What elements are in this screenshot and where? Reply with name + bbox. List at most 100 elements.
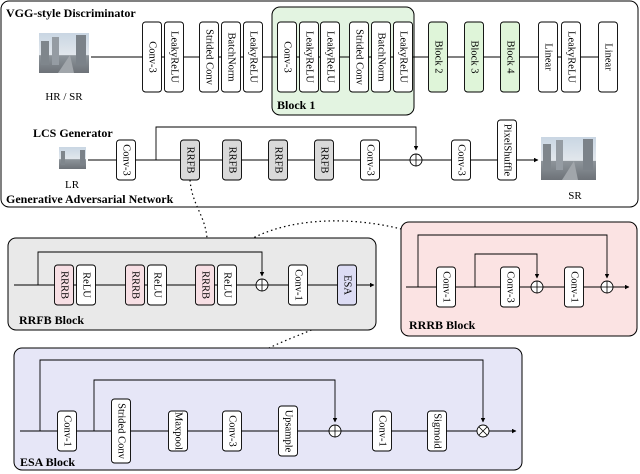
rrfb-block-esa: ESA xyxy=(337,264,357,306)
lr-image xyxy=(59,147,86,169)
disc-block-label: Strided Conv xyxy=(204,29,215,85)
rrfb-block-rrrb: RRRB xyxy=(195,264,215,306)
rrfb-block-label: ReLU xyxy=(81,272,92,298)
rrfb-block-conv-1: Conv-1 xyxy=(288,264,308,306)
disc-block-label: Linear xyxy=(603,43,614,71)
rrrb-block-label: Conv-1 xyxy=(441,271,452,303)
esa-block-conv-3: Conv-3 xyxy=(222,410,242,452)
gen-block-rrfb: RRFB xyxy=(222,139,242,181)
rrfb-block-label: Conv-1 xyxy=(293,269,304,301)
disc-block-label: Block 2 xyxy=(433,41,444,74)
esa-block-label: Conv-1 xyxy=(377,415,388,447)
sr-image xyxy=(541,137,596,180)
esa-block-label: Strided Conv xyxy=(116,403,127,459)
disc-block-label: Block 3 xyxy=(469,41,480,74)
rrfb-block-label: ReLU xyxy=(222,272,233,298)
rrrb-block-conv-1: Conv-1 xyxy=(436,266,456,308)
block1-label: Block 1 xyxy=(277,98,315,112)
gen-block-label: RRFB xyxy=(185,147,196,174)
esa-block-upsample: Upsample xyxy=(278,405,298,457)
discriminator-title: VGG-style Discriminator xyxy=(6,6,136,20)
rrrb-block-label: Conv-3 xyxy=(505,271,516,303)
disc-block-leakyrelu: LeakyReLU xyxy=(243,21,263,93)
esa-block-sigmoid: Sigmoid xyxy=(427,410,447,452)
rrfb-block-label: RRRB xyxy=(200,271,211,299)
esa-block-conv-1: Conv-1 xyxy=(57,410,77,452)
gen-block-pixelshuffle: PixelShuffle xyxy=(497,119,517,181)
esa-block-strided-conv: Strided Conv xyxy=(111,398,131,464)
disc-block-leakyrelu: LeakyReLU xyxy=(320,21,340,93)
disc-block-label: Conv-3 xyxy=(282,41,293,73)
hr-sr-image xyxy=(39,33,89,73)
rrfb-zoom-connector xyxy=(189,179,208,239)
disc-block-leakyrelu: LeakyReLU xyxy=(393,21,413,93)
rrfb-block-label: RRRB xyxy=(130,271,141,299)
disc-block-linear: Linear xyxy=(598,21,618,93)
hr-sr-label: HR / SR xyxy=(45,91,83,103)
gen-block-label: RRFB xyxy=(319,147,330,174)
disc-block-leakyrelu: LeakyReLU xyxy=(561,21,581,93)
gen-block-rrfb: RRFB xyxy=(268,139,288,181)
esa-block-maxpool: Maxpool xyxy=(168,410,188,452)
gen-block-label: Conv-3 xyxy=(456,144,467,176)
gen-block-label: RRFB xyxy=(273,147,284,174)
disc-block-conv-3: Conv-3 xyxy=(142,21,162,93)
rrfb-title: RRFB Block xyxy=(19,313,84,327)
disc-block-batchnorm: BatchNorm xyxy=(221,21,241,93)
esa-block-label: Upsample xyxy=(283,410,294,453)
rrfb-block-rrrb: RRRB xyxy=(54,264,74,306)
gen-block-rrfb: RRFB xyxy=(314,139,334,181)
rrfb-block-rrrb: RRRB xyxy=(125,264,145,306)
sr-label: SR xyxy=(568,190,582,202)
gen-block-rrfb: RRFB xyxy=(180,139,200,181)
disc-block-strided-conv: Strided Conv xyxy=(199,21,219,93)
disc-block-label: Conv-3 xyxy=(147,41,158,73)
disc-block-label: BatchNorm xyxy=(376,33,387,82)
rrrb-block-conv-3: Conv-3 xyxy=(500,266,520,308)
gen-block-label: PixelShuffle xyxy=(502,124,513,177)
esa-panel xyxy=(13,347,523,471)
rrfb-panel xyxy=(7,237,377,331)
gen-block-label: Conv-3 xyxy=(121,144,132,176)
gan-label: Generative Adversarial Network xyxy=(6,192,174,206)
gen-block-conv-3: Conv-3 xyxy=(360,139,380,181)
rrfb-block-label: RRRB xyxy=(59,271,70,299)
gen-block-conv-3: Conv-3 xyxy=(116,139,136,181)
disc-block-label: Linear xyxy=(543,43,554,71)
rrfb-block-label: ReLU xyxy=(152,272,163,298)
esa-title: ESA Block xyxy=(20,455,75,469)
esa-block-label: Sigmoid xyxy=(432,413,443,449)
rrfb-block-relu: ReLU xyxy=(217,264,237,306)
gen-block-conv-3: Conv-3 xyxy=(451,139,471,181)
disc-block-label: LeakyReLU xyxy=(398,31,409,83)
disc-block-label: LeakyReLU xyxy=(169,31,180,83)
esa-block-conv-1: Conv-1 xyxy=(372,410,392,452)
disc-block-label: BatchNorm xyxy=(226,33,237,82)
disc-block-label: LeakyReLU xyxy=(304,31,315,83)
disc-block-block-4: Block 4 xyxy=(500,21,520,93)
disc-block-linear: Linear xyxy=(538,21,558,93)
disc-block-block-2: Block 2 xyxy=(428,21,448,93)
rrfb-block-label: ESA xyxy=(342,275,353,295)
disc-block-label: Strided Conv xyxy=(354,29,365,85)
lr-label: LR xyxy=(65,179,80,191)
generator-title: LCS Generator xyxy=(33,126,113,140)
rrfb-block-relu: ReLU xyxy=(76,264,96,306)
rrfb-block-relu: ReLU xyxy=(147,264,167,306)
disc-block-strided-conv: Strided Conv xyxy=(349,21,369,93)
esa-block-label: Conv-3 xyxy=(227,415,238,447)
disc-block-label: LeakyReLU xyxy=(248,31,259,83)
esa-block-label: Maxpool xyxy=(173,412,184,450)
disc-block-block-3: Block 3 xyxy=(464,21,484,93)
esa-block-label: Conv-1 xyxy=(62,415,73,447)
rrrb-title: RRRB Block xyxy=(409,318,476,332)
disc-block-conv-3: Conv-3 xyxy=(277,21,297,93)
disc-block-batchnorm: BatchNorm xyxy=(371,21,391,93)
disc-block-leakyrelu: LeakyReLU xyxy=(164,21,184,93)
disc-block-label: Block 4 xyxy=(505,41,516,75)
disc-block-label: LeakyReLU xyxy=(566,31,577,83)
gen-block-label: Conv-3 xyxy=(365,144,376,176)
gen-block-label: RRFB xyxy=(227,147,238,174)
rrrb-block-conv-1: Conv-1 xyxy=(564,266,584,308)
